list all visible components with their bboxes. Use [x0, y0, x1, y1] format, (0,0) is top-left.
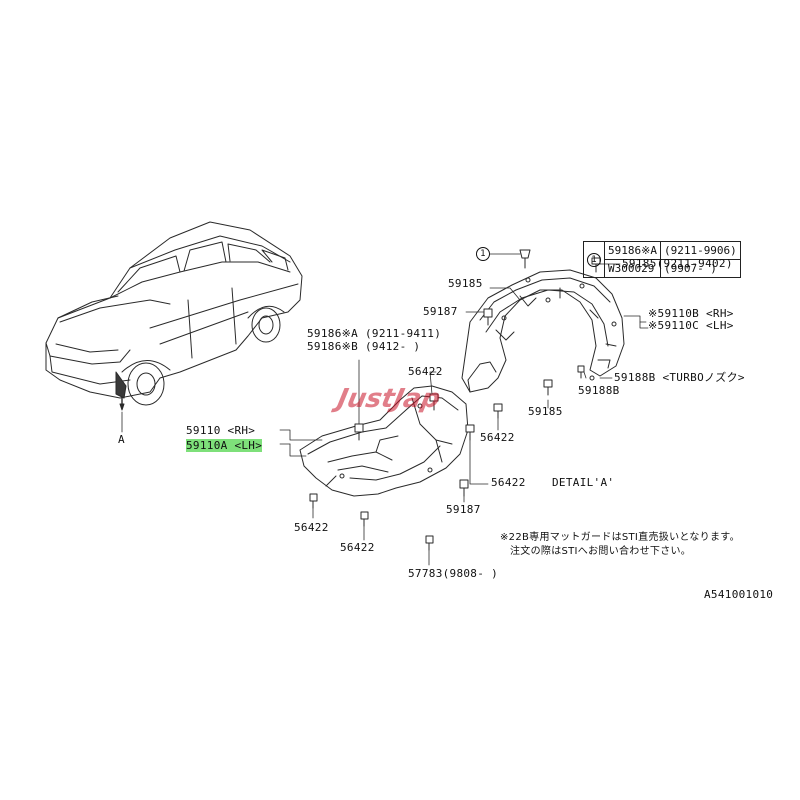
table-marker-cell: 1	[583, 241, 605, 278]
reference-table: 1 59186※A (9211-9906) W300029 (9907- )	[583, 241, 741, 278]
label-56422-d: 56422	[294, 521, 329, 534]
label-59110-rh: 59110 <RH>	[186, 424, 256, 437]
note-line-1: ※22B専用マットガードはSTI直売扱いとなります。	[500, 532, 740, 543]
car-illustration	[45, 221, 303, 411]
fender-liner-drawing	[461, 269, 625, 393]
label-56422-b: 56422	[480, 431, 515, 444]
diagram-code: A541001010	[704, 588, 774, 601]
fasteners	[309, 249, 601, 551]
callout-marker-icon: 1	[476, 247, 490, 261]
label-59185-top: 59185(9211-9402)	[622, 257, 733, 270]
mudguard-drawing	[299, 385, 469, 497]
label-59188b-turbo: 59188B <TURBOノズク>	[614, 371, 745, 384]
car-reference-label: A	[118, 433, 125, 446]
label-56422-a: 56422	[408, 365, 443, 378]
leader-lines	[121, 253, 649, 566]
label-59110a-lh: 59110A <LH>	[186, 439, 263, 452]
label-59185-mid: 59185	[528, 405, 563, 418]
label-59110b: ※59110B <RH>	[648, 307, 734, 320]
highlighted-part-label: 59110A <LH>	[186, 439, 263, 452]
label-56422-e: 56422	[340, 541, 375, 554]
note-line-2: 注文の際はSTIへお問い合わせ下さい。	[510, 546, 692, 557]
table-row: W300029 (9907- )	[584, 259, 741, 278]
label-59187-upper: 59187	[423, 305, 458, 318]
table-range-cell: (9907- )	[659, 259, 741, 278]
table-range-cell: (9211-9906)	[659, 241, 741, 260]
label-59186a: 59186※A (9211-9411)	[307, 327, 442, 340]
label-57783: 57783(9808- )	[408, 567, 498, 580]
label-56422-c: 56422	[491, 476, 526, 489]
label-59187-lower: 59187	[446, 503, 481, 516]
label-59185-left: 59185	[448, 277, 483, 290]
table-part-cell: W300029	[604, 259, 661, 278]
detail-label: DETAIL'A'	[552, 476, 615, 489]
label-59186b: 59186※B (9412- )	[307, 340, 421, 353]
circle-marker-icon: 1	[587, 253, 601, 267]
label-59110c: ※59110C <LH>	[648, 319, 734, 332]
label-59188b: 59188B	[578, 384, 620, 397]
